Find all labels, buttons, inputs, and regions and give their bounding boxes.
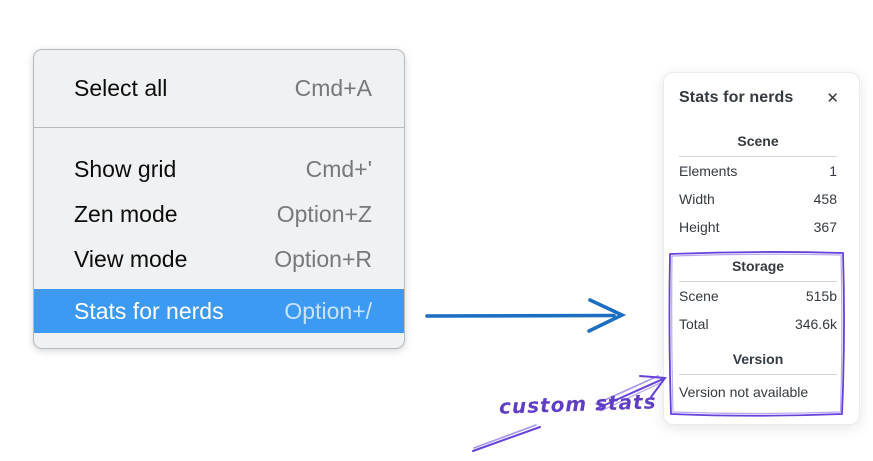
version-note: Version not available [679,384,809,400]
menu-item-shortcut: Cmd+' [305,156,372,182]
stat-value: 1 [829,163,837,179]
menu-item-label: Select all [74,75,168,101]
stat-row-elements: Elements 1 [679,157,837,185]
scene-section: Scene Elements 1 Width 458 Height 367 [679,132,837,241]
stat-label: Height [679,219,720,235]
stat-row-height: Height 367 [679,213,837,241]
menu-item-view-mode[interactable]: View mode Option+R [34,237,404,282]
stats-panel-header: Stats for nerds ✕ [679,88,839,108]
stat-value: 458 [813,191,837,207]
storage-section-header: Storage [731,258,785,274]
stat-label: Width [679,191,715,207]
menu-group-top: Select all Cmd+A [34,50,404,127]
stat-row-scene-size: Scene 515b [679,282,837,310]
menu-item-label: Zen mode [74,201,178,227]
scene-section-header: Scene [737,133,779,149]
menu-item-shortcut: Cmd+A [294,75,372,101]
menu-item-select-all[interactable]: Select all Cmd+A [34,66,404,111]
storage-section: Storage Scene 515b Total 346.6k [679,257,837,338]
menu-group-bottom: Show grid Cmd+' Zen mode Option+Z View m… [34,128,404,333]
stat-label: Total [679,316,709,332]
stat-label: Elements [679,163,738,179]
divider [679,156,837,157]
menu-item-shortcut: Option+Z [276,201,372,227]
divider [679,374,837,375]
menu-item-label: Show grid [74,156,177,182]
close-icon[interactable]: ✕ [826,89,839,107]
blue-arrow [425,298,627,333]
context-menu: Select all Cmd+A Show grid Cmd+' Zen mod… [33,49,405,349]
menu-item-label: View mode [74,246,188,272]
stat-row-width: Width 458 [679,185,837,213]
stats-panel-title: Stats for nerds [679,89,794,106]
menu-item-show-grid[interactable]: Show grid Cmd+' [34,147,404,192]
custom-stats-annotation: custom stats [498,389,657,419]
menu-item-stats-for-nerds[interactable]: Stats for nerds Option+/ [34,289,404,333]
menu-separator [34,127,404,128]
stat-label: Scene [679,288,719,304]
menu-item-shortcut: Option+R [274,246,372,272]
menu-item-label: Stats for nerds [74,297,224,324]
stat-value: 367 [813,219,837,235]
menu-item-shortcut: Option+/ [284,297,372,324]
version-section: Version Version not available [679,350,837,406]
stat-value: 515b [805,288,837,304]
version-section-header: Version [732,351,784,367]
stat-value: 346.6k [794,316,837,332]
stat-row-total-size: Total 346.6k [679,310,837,338]
stats-panel: Stats for nerds ✕ Scene Elements 1 Width… [663,72,860,425]
menu-item-zen-mode[interactable]: Zen mode Option+Z [34,192,404,237]
